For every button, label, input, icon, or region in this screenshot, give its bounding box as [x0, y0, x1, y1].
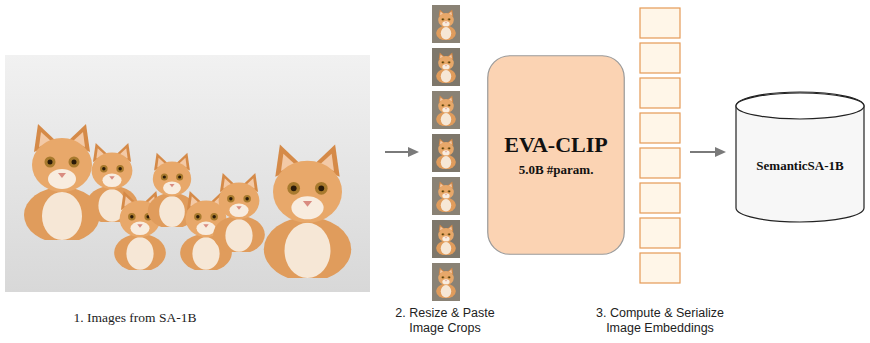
step-caption: 2. Resize & Paste Image Crops [385, 306, 505, 336]
arrow [385, 147, 419, 157]
node-title: EVA-CLIP [504, 132, 608, 158]
embedding-vector [640, 8, 680, 283]
image-crops [432, 5, 460, 301]
database-cylinder: SemanticSA-1B [735, 92, 865, 222]
node-subtitle: 5.0B #param. [519, 162, 594, 178]
cylinder-outline [735, 92, 865, 222]
box-fill [488, 56, 625, 255]
arrow [690, 147, 726, 157]
step-caption: 3. Compute & Serialize Image Embeddings [580, 306, 740, 336]
cylinder-top [736, 93, 864, 119]
cylinder-body [736, 92, 864, 222]
source-photo [5, 55, 370, 292]
step-caption: 1. Images from SA-1B [20, 310, 250, 325]
node-title: SemanticSA-1B [756, 158, 843, 174]
model-box: EVA-CLIP 5.0B #param. [487, 55, 625, 255]
